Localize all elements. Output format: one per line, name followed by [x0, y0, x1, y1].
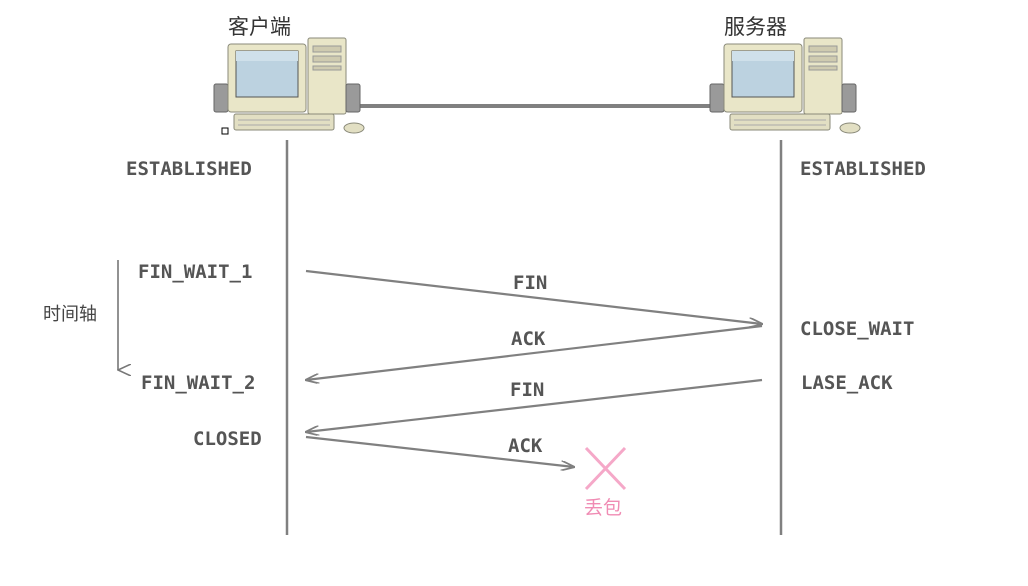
message-label-fin-1: FIN	[513, 272, 547, 294]
client-computer-icon	[213, 37, 365, 134]
message-label-fin-2: FIN	[510, 379, 544, 401]
message-arrow-ack-1	[306, 324, 763, 380]
message-arrow-fin-2	[306, 378, 763, 432]
message-arrow-ack-lost	[305, 435, 574, 467]
server-computer-icon	[709, 37, 861, 134]
server-state-lase-ack: LASE_ACK	[801, 372, 893, 394]
server-state-established: ESTABLISHED	[800, 158, 926, 180]
server-state-close-wait: CLOSE_WAIT	[800, 318, 914, 340]
client-state-closed: CLOSED	[193, 428, 262, 450]
client-state-fin-wait-1: FIN_WAIT_1	[138, 261, 252, 283]
message-label-ack-1: ACK	[511, 328, 546, 350]
selection-handle	[221, 127, 229, 135]
message-label-ack-lost: ACK	[508, 435, 543, 457]
client-title: 客户端	[228, 15, 291, 39]
client-state-established: ESTABLISHED	[126, 158, 252, 180]
packet-loss-label: 丢包	[584, 497, 622, 519]
client-state-fin-wait-2: FIN_WAIT_2	[141, 372, 255, 394]
server-title: 服务器	[724, 15, 787, 39]
packet-loss-x-icon	[584, 446, 627, 491]
time-axis-label: 时间轴	[43, 304, 97, 325]
message-arrow-fin-1	[305, 269, 762, 324]
